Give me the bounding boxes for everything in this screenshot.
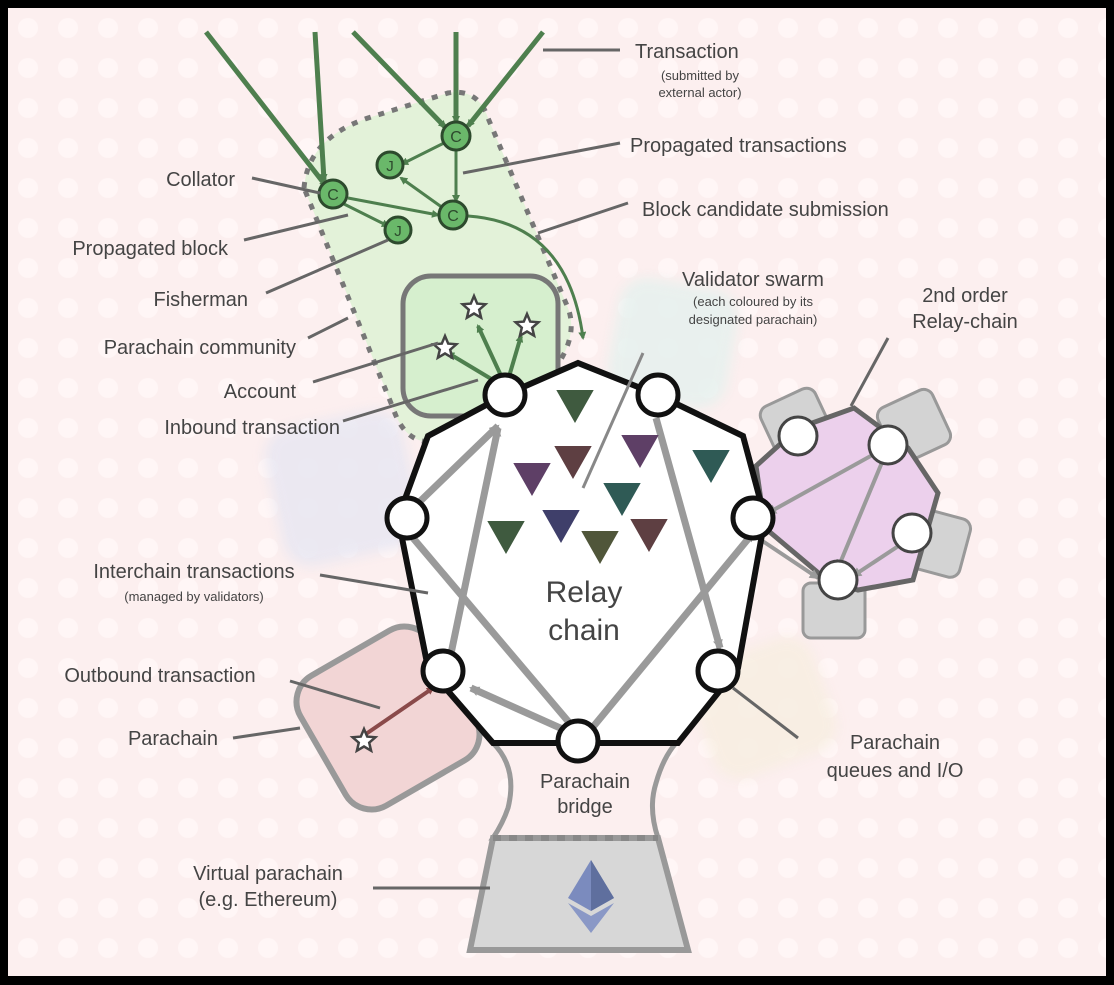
star-icon [459,292,489,321]
label-parachain: Parachain [128,728,218,750]
label-validator-swarm-note: designated parachain) [689,312,818,327]
propagation-arrow [400,140,447,166]
propagation-arrow [343,202,390,228]
validator-icon [556,390,594,424]
inbound-arrow [476,324,505,381]
label-account: Account [224,381,297,403]
outbound-transaction-arrow [361,686,435,738]
star-icon [512,310,542,339]
collator-node: C [440,120,472,152]
queue-node [635,372,681,418]
fisherman-node: J [375,150,405,180]
svg-text:J: J [386,158,394,175]
background-parachain [265,410,421,566]
inbound-arrow [506,334,524,381]
svg-text:J: J [394,223,402,240]
propagation-arrows [343,140,587,340]
interchain-arrow [585,530,756,736]
background-parachains [265,277,837,779]
queue-node [384,495,430,541]
label-transaction-note: external actor) [658,85,741,100]
label-parachain-queues: queues and I/O [827,760,964,782]
label-virtual-parachain: Virtual parachain [193,863,343,885]
transaction-arrow [351,30,447,129]
label-interchain-transactions: Interchain transactions [93,561,294,583]
label-interchain-note: (managed by validators) [124,589,263,604]
propagation-arrow [399,176,444,210]
background-parachain [607,277,739,409]
star-icon [349,725,379,754]
validator-icon [630,519,668,553]
label-parachain-community: Parachain community [104,337,296,359]
label-parachain-queues: Parachain [850,732,940,754]
validator-swarm [487,390,730,565]
svg-text:C: C [327,187,339,204]
label-relay-chain: Relay [546,576,623,609]
svg-text:C: C [447,208,459,225]
label-outbound-transaction: Outbound transaction [64,665,255,687]
inbound-arrow [446,351,500,385]
bridge-node [555,718,601,764]
validator-icon [692,450,730,484]
collator-node: C [437,199,469,231]
fisherman-node: J [383,215,413,245]
block-candidate-arrow [467,214,587,340]
label-validator-swarm-note: (each coloured by its [693,294,813,309]
label-propagated-transactions: Propagated transactions [630,135,847,157]
inbound-transaction-arrows [446,324,524,385]
labels: Transaction (submitted by external actor… [64,41,1017,911]
ethereum-icon [568,860,614,933]
label-validator-swarm: Validator swarm [682,269,824,291]
interchain-arrow [444,426,502,669]
interchain-arrow [410,535,581,736]
label-collator: Collator [166,169,235,191]
relay-queue-nodes [384,372,776,764]
label-block-candidate-submission: Block candidate submission [642,199,889,221]
transaction-arrow [204,30,328,188]
validator-swarm-leader [581,352,645,489]
validator-icon [513,463,551,497]
transaction-arrows [204,30,545,188]
diagram-canvas: C C C J J [8,8,1106,976]
queue-node [420,648,466,694]
propagation-arrow [347,196,440,218]
second-order-queue-node [891,512,933,554]
second-order-queue-node [777,415,819,457]
interchain-arrow [405,423,501,516]
label-second-order: Relay-chain [912,311,1018,333]
queue-node [730,495,776,541]
leader-lines [232,48,890,890]
label-inbound-transaction: Inbound transaction [164,417,340,439]
interchain-arrow [652,417,724,650]
label-relay-chain: chain [548,614,620,647]
label-parachain-bridge: Parachain [540,771,630,793]
validator-icon [554,446,592,480]
validator-icon [581,531,619,565]
polkadot-architecture-diagram: C C C J J [8,8,1106,976]
label-fisherman: Fisherman [154,289,248,311]
label-second-order: 2nd order [922,285,1008,307]
validator-icon [621,435,659,469]
accounts [349,292,542,754]
second-order-queue-node [867,424,909,466]
label-transaction-note: (submitted by [661,68,740,83]
transaction-arrow [466,30,545,128]
second-order-queue-node [817,559,859,601]
validator-icon [603,483,641,517]
label-propagated-block: Propagated block [72,238,229,260]
svg-text:C: C [450,129,462,146]
label-parachain-bridge: bridge [557,796,613,818]
label-virtual-parachain: (e.g. Ethereum) [199,889,338,911]
collator-node: C [317,178,349,210]
queue-node [695,648,741,694]
transaction-arrow [312,31,328,182]
validator-icon [487,521,525,555]
label-transaction: Transaction [635,41,739,63]
validator-icon [542,510,580,544]
queue-node [482,372,528,418]
second-order-relay-chain [753,386,973,640]
